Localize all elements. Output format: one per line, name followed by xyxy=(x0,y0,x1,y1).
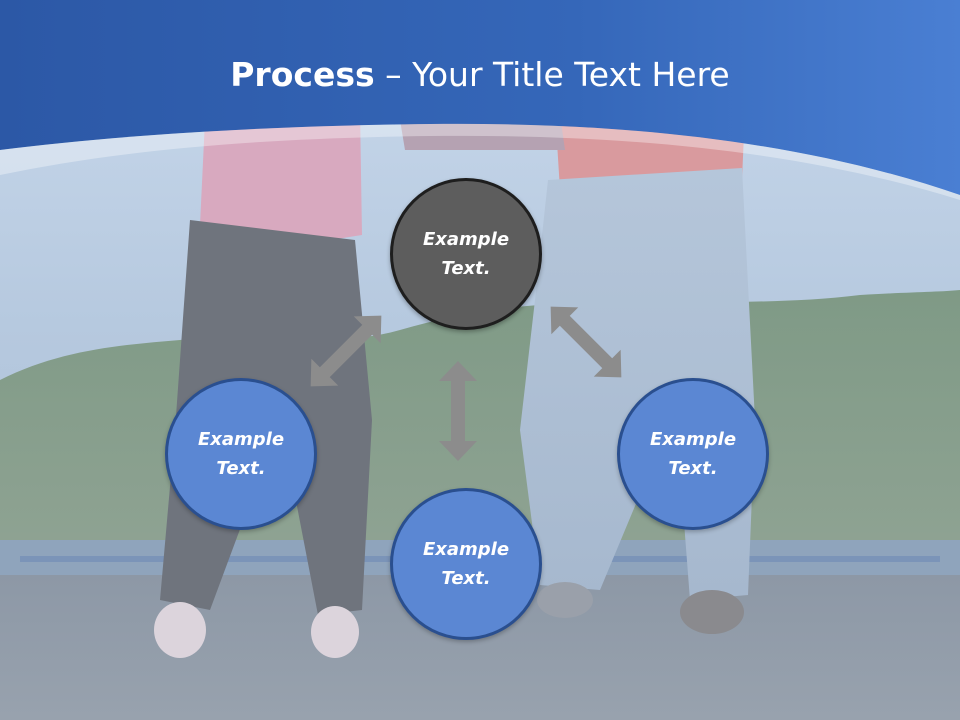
process-node-left[interactable]: Example Text. xyxy=(165,378,317,530)
node-right-label: Example Text. xyxy=(649,429,737,479)
process-node-top[interactable]: Example Text. xyxy=(390,178,542,330)
process-node-right[interactable]: Example Text. xyxy=(617,378,769,530)
node-top-label: Example Text. xyxy=(422,229,510,279)
process-node-bottom[interactable]: Example Text. xyxy=(390,488,542,640)
node-left-label: Example Text. xyxy=(197,429,285,479)
title-bold: Process xyxy=(230,55,375,94)
title-rest: – Your Title Text Here xyxy=(374,55,730,94)
node-bottom-label: Example Text. xyxy=(422,539,510,589)
slide-title: Process – Your Title Text Here xyxy=(0,50,960,100)
